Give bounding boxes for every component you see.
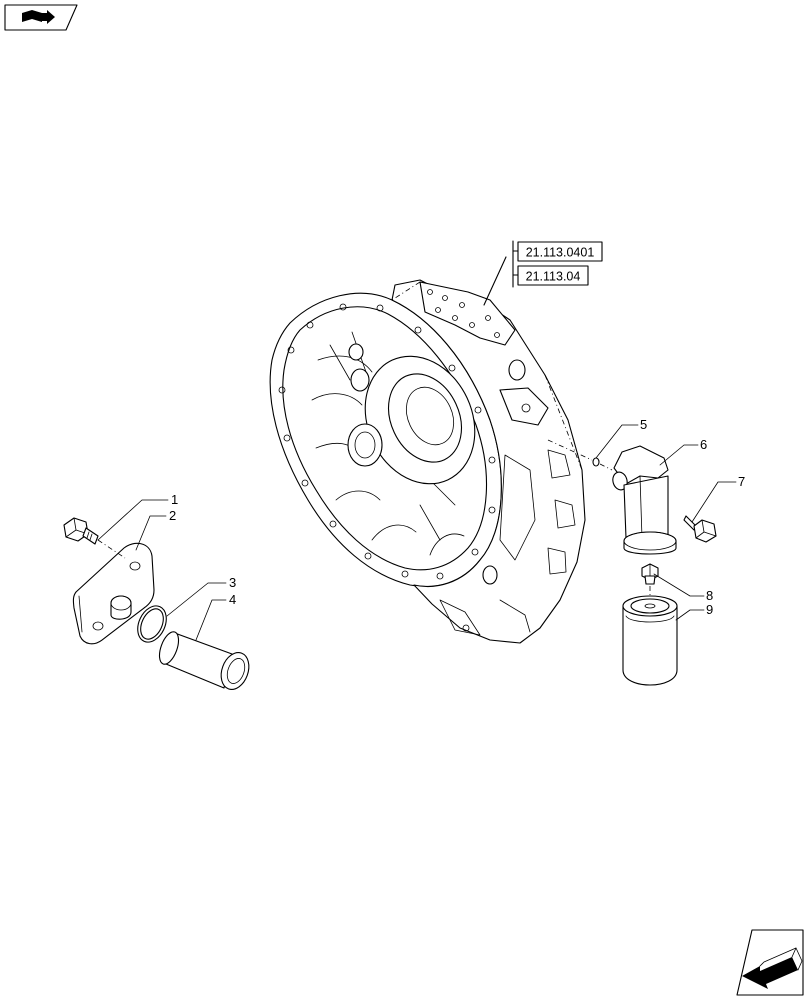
part-3-o-ring — [137, 605, 167, 643]
callout-2: 2 — [169, 508, 176, 523]
callout-3: 3 — [229, 575, 236, 590]
part-6-filter-head — [612, 445, 677, 555]
transmission-housing — [269, 279, 586, 644]
reference-box-1[interactable]: 21.113.0401 — [517, 241, 603, 262]
part-2-cover-plate — [72, 542, 155, 645]
callout-7: 7 — [738, 474, 745, 489]
flange-bolt-holes — [278, 303, 496, 580]
callout-8: 8 — [706, 588, 713, 603]
callout-1: 1 — [171, 492, 178, 507]
reference-box-2[interactable]: 21.113.04 — [517, 265, 589, 286]
part-8-nipple — [641, 563, 659, 585]
part-4-sleeve — [158, 631, 250, 690]
part-1-bolt — [63, 517, 99, 545]
book-arrow-icon[interactable] — [4, 4, 78, 31]
callout-5: 5 — [640, 417, 647, 432]
callout-4: 4 — [229, 592, 236, 607]
arrow-left-icon[interactable] — [736, 929, 804, 996]
callout-9: 9 — [706, 602, 713, 617]
part-7-bolt — [683, 515, 717, 543]
reference-bracket — [483, 240, 519, 306]
callout-6: 6 — [700, 437, 707, 452]
reference-box-1-label: 21.113.0401 — [526, 246, 595, 260]
callout-leaders — [97, 424, 737, 641]
part-5-small-o-ring — [592, 457, 600, 467]
part-9-oil-filter — [622, 595, 678, 686]
reference-box-2-label: 21.113.04 — [526, 270, 581, 284]
